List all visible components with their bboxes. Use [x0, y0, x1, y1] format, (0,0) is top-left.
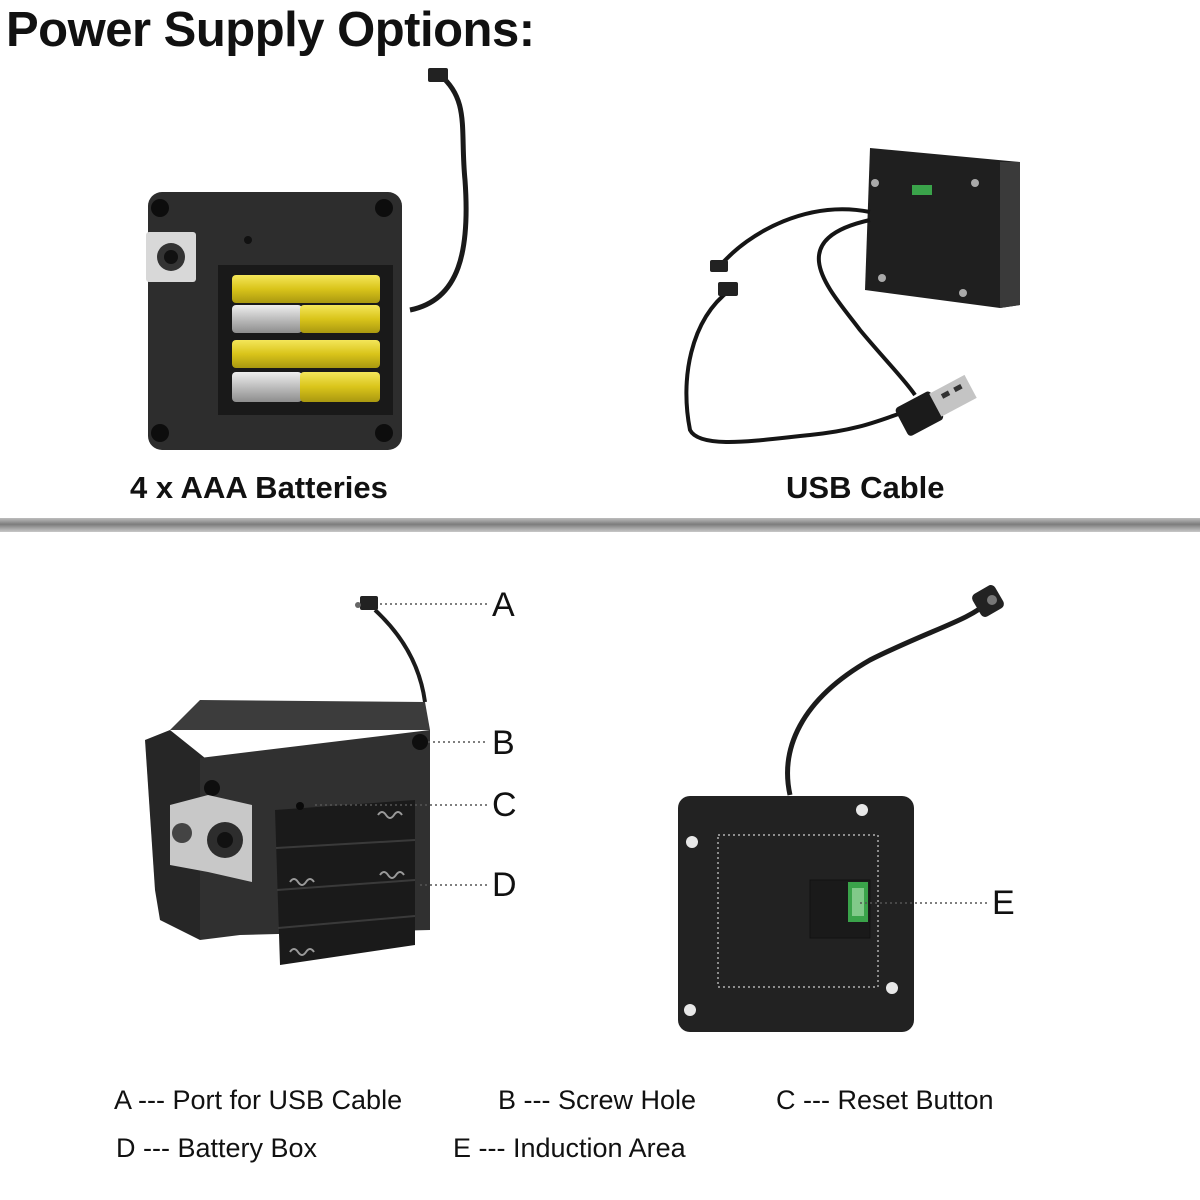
legend-a: A --- Port for USB Cable	[114, 1085, 403, 1115]
usb-cable-photo	[684, 148, 1020, 444]
induction-plate-photo	[678, 585, 1004, 1032]
battery-box-photo	[146, 68, 469, 450]
callout-e: E	[992, 884, 1015, 922]
callout-c: C	[492, 786, 517, 824]
legend-d: D --- Battery Box	[116, 1133, 318, 1163]
page-title: Power Supply Options:	[6, 3, 535, 57]
legend-b: B --- Screw Hole	[498, 1085, 697, 1115]
callout-a: A	[492, 586, 515, 624]
legend-e: E --- Induction Area	[453, 1133, 686, 1163]
usb-caption: USB Cable	[786, 470, 945, 505]
callout-line-e	[860, 902, 990, 904]
callout-d: D	[492, 866, 517, 904]
batteries-caption: 4 x AAA Batteries	[130, 470, 388, 505]
section-divider	[0, 518, 1200, 532]
legend-c: C --- Reset Button	[776, 1085, 994, 1115]
callout-b: B	[492, 724, 515, 762]
callout-lines-left	[315, 603, 488, 886]
open-battery-box-photo	[145, 596, 430, 965]
